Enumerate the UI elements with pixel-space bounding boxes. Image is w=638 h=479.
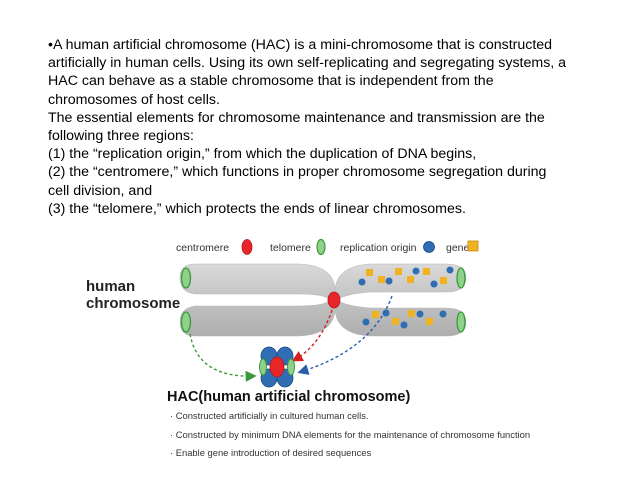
gene-icon: [395, 268, 402, 275]
hac-mini-chromosome: [259, 346, 295, 388]
replication-origin-icon: [416, 310, 424, 318]
legend-telomere-label: telomere: [270, 242, 311, 254]
centromere-icon: [327, 291, 341, 309]
legend-replication-origin-label: replication origin: [340, 242, 417, 254]
replication-origin-icon: [446, 266, 454, 274]
body-text: •A human artificial chromosome (HAC) is …: [48, 36, 608, 218]
text-line: •A human artificial chromosome (HAC) is …: [48, 37, 553, 53]
hac-bullet: · Constructed artificially in cultured h…: [170, 410, 369, 421]
legend-centromere-label: centromere: [176, 242, 229, 254]
replication-origin-arrow: [297, 295, 393, 375]
replication-origin-icon: [430, 280, 438, 288]
gene-icon: [423, 268, 430, 275]
gene-icon: [426, 318, 433, 325]
centromere-arrow: [291, 309, 333, 362]
gene-icon: [467, 240, 479, 252]
replication-origin-icon: [439, 310, 447, 318]
text-line: (2) the “centromere,” which functions in…: [48, 164, 547, 181]
text-line: The essential elements for chromosome ma…: [48, 109, 545, 126]
hac-bullet: · Enable gene introduction of desired se…: [170, 447, 371, 458]
gene-icon: [372, 311, 379, 318]
legend-gene-label: gene: [446, 242, 470, 254]
replication-origin-icon: [400, 321, 408, 329]
gene-icon: [407, 276, 414, 283]
gene-icon: [440, 277, 447, 284]
telomere-icon: [456, 311, 466, 333]
gene-icon: [378, 276, 385, 283]
legend: centromere telomere replication origin g…: [176, 238, 479, 256]
replication-origin-icon: [358, 278, 366, 286]
telomere-arrow: [189, 333, 257, 382]
gene-icon: [408, 310, 415, 317]
gene-icon: [392, 318, 399, 325]
text-line: following three regions:: [48, 128, 194, 145]
replication-origin-icon: [385, 277, 393, 285]
replication-origin-icon: [423, 241, 435, 253]
text-line: cell division, and: [48, 182, 153, 199]
hac-bullet: · Constructed by minimum DNA elements fo…: [170, 429, 530, 440]
gene-icon: [366, 269, 373, 276]
hac-title: HAC(human artificial chromosome): [167, 389, 410, 405]
human-chromosome: [179, 263, 467, 337]
human-label-1: human: [86, 278, 135, 295]
text-line: (1) the “replication origin,” from which…: [48, 146, 477, 163]
telomere-icon: [456, 267, 466, 289]
text-line: HAC can behave as a stable chromosome th…: [48, 73, 494, 90]
centromere-icon: [241, 239, 253, 255]
text-line: (3) the “telomere,” which protects the e…: [48, 200, 466, 217]
text-line: artificially in human cells. Using its o…: [48, 55, 567, 72]
telomere-icon: [316, 238, 326, 256]
human-label-2: chromosome: [86, 295, 180, 312]
text-line: chromosomes of host cells.: [48, 91, 220, 108]
telomere-icon: [180, 267, 192, 289]
replication-origin-icon: [412, 267, 420, 275]
replication-origin-icon: [362, 318, 370, 326]
centromere-icon: [269, 356, 285, 378]
telomere-icon: [180, 311, 192, 333]
